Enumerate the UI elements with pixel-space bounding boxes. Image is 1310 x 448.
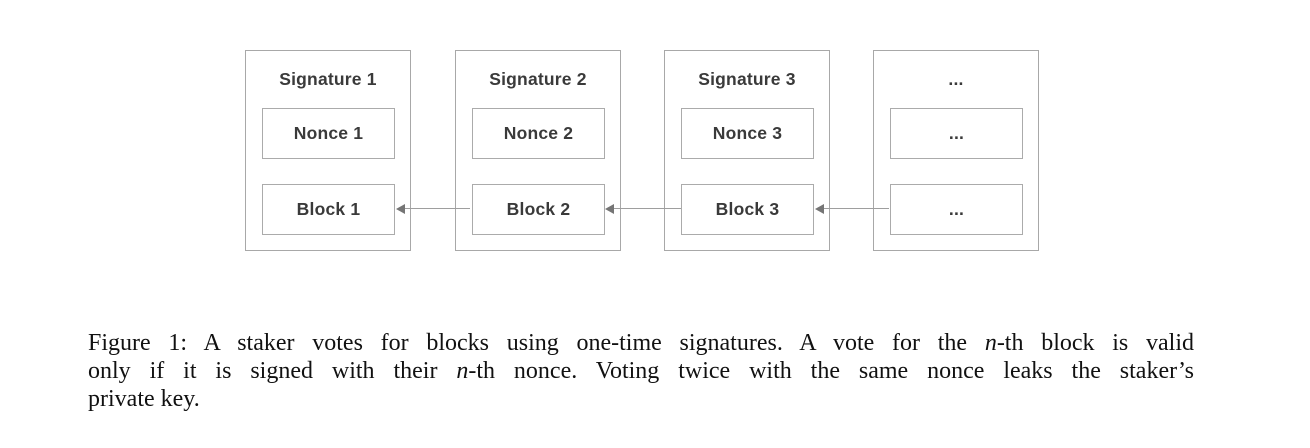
math-variable-n: n <box>456 358 469 384</box>
signature-ellipsis-title: ... <box>948 69 964 89</box>
nonce-3-label: Nonce 3 <box>712 123 783 143</box>
nonce-ellipsis-box: ... <box>890 108 1023 159</box>
block-2-box: Block 2 <box>472 184 605 235</box>
caption-text: private key. <box>88 386 200 412</box>
nonce-3-box: Nonce 3 <box>681 108 814 159</box>
signature-box-ellipsis: ... ... ... <box>873 50 1039 251</box>
figure-caption: Figure 1: A staker votes for blocks usin… <box>88 329 1194 413</box>
arrow-line <box>818 207 889 210</box>
arrow-ellipsis-to-block3 <box>815 202 889 215</box>
math-variable-n: n <box>984 330 997 356</box>
arrow-block3-to-block2 <box>605 202 681 215</box>
nonce-ellipsis-label: ... <box>948 123 965 143</box>
arrow-block2-to-block1 <box>396 202 470 215</box>
signature-2-title: Signature 2 <box>489 69 587 89</box>
block-1-label: Block 1 <box>296 199 361 219</box>
signature-box-3: Signature 3 Nonce 3 Block 3 <box>664 50 830 251</box>
block-ellipsis-label: ... <box>948 199 965 219</box>
arrow-line <box>608 207 681 210</box>
nonce-1-box: Nonce 1 <box>262 108 395 159</box>
block-2-label: Block 2 <box>506 199 571 219</box>
nonce-2-box: Nonce 2 <box>472 108 605 159</box>
caption-line-1: Figure 1: A staker votes for blocks usin… <box>88 329 1194 357</box>
caption-line-2: only if it is signed with their n-th non… <box>88 357 1194 385</box>
signature-box-2: Signature 2 Nonce 2 Block 2 <box>455 50 621 251</box>
caption-text: -th nonce. Voting twice with the same no… <box>468 358 1194 384</box>
caption-text: Figure 1: A staker votes for blocks usin… <box>88 330 985 356</box>
block-3-label: Block 3 <box>715 199 780 219</box>
caption-line-3: private key. <box>88 385 1194 413</box>
signature-3-title: Signature 3 <box>698 69 796 89</box>
left-arrowhead-icon <box>815 203 824 214</box>
signature-chain-diagram: Signature 1 Nonce 1 Block 1 Signature 2 … <box>245 50 1039 251</box>
caption-text: -th block is valid <box>996 330 1194 356</box>
block-1-box: Block 1 <box>262 184 395 235</box>
left-arrowhead-icon <box>605 203 614 214</box>
nonce-1-label: Nonce 1 <box>293 123 364 143</box>
block-3-box: Block 3 <box>681 184 814 235</box>
left-arrowhead-icon <box>396 203 405 214</box>
signature-box-1: Signature 1 Nonce 1 Block 1 <box>245 50 411 251</box>
arrow-line <box>399 207 470 210</box>
block-ellipsis-box: ... <box>890 184 1023 235</box>
nonce-2-label: Nonce 2 <box>503 123 574 143</box>
signature-1-title: Signature 1 <box>279 69 377 89</box>
caption-text: only if it is signed with their <box>88 358 457 384</box>
